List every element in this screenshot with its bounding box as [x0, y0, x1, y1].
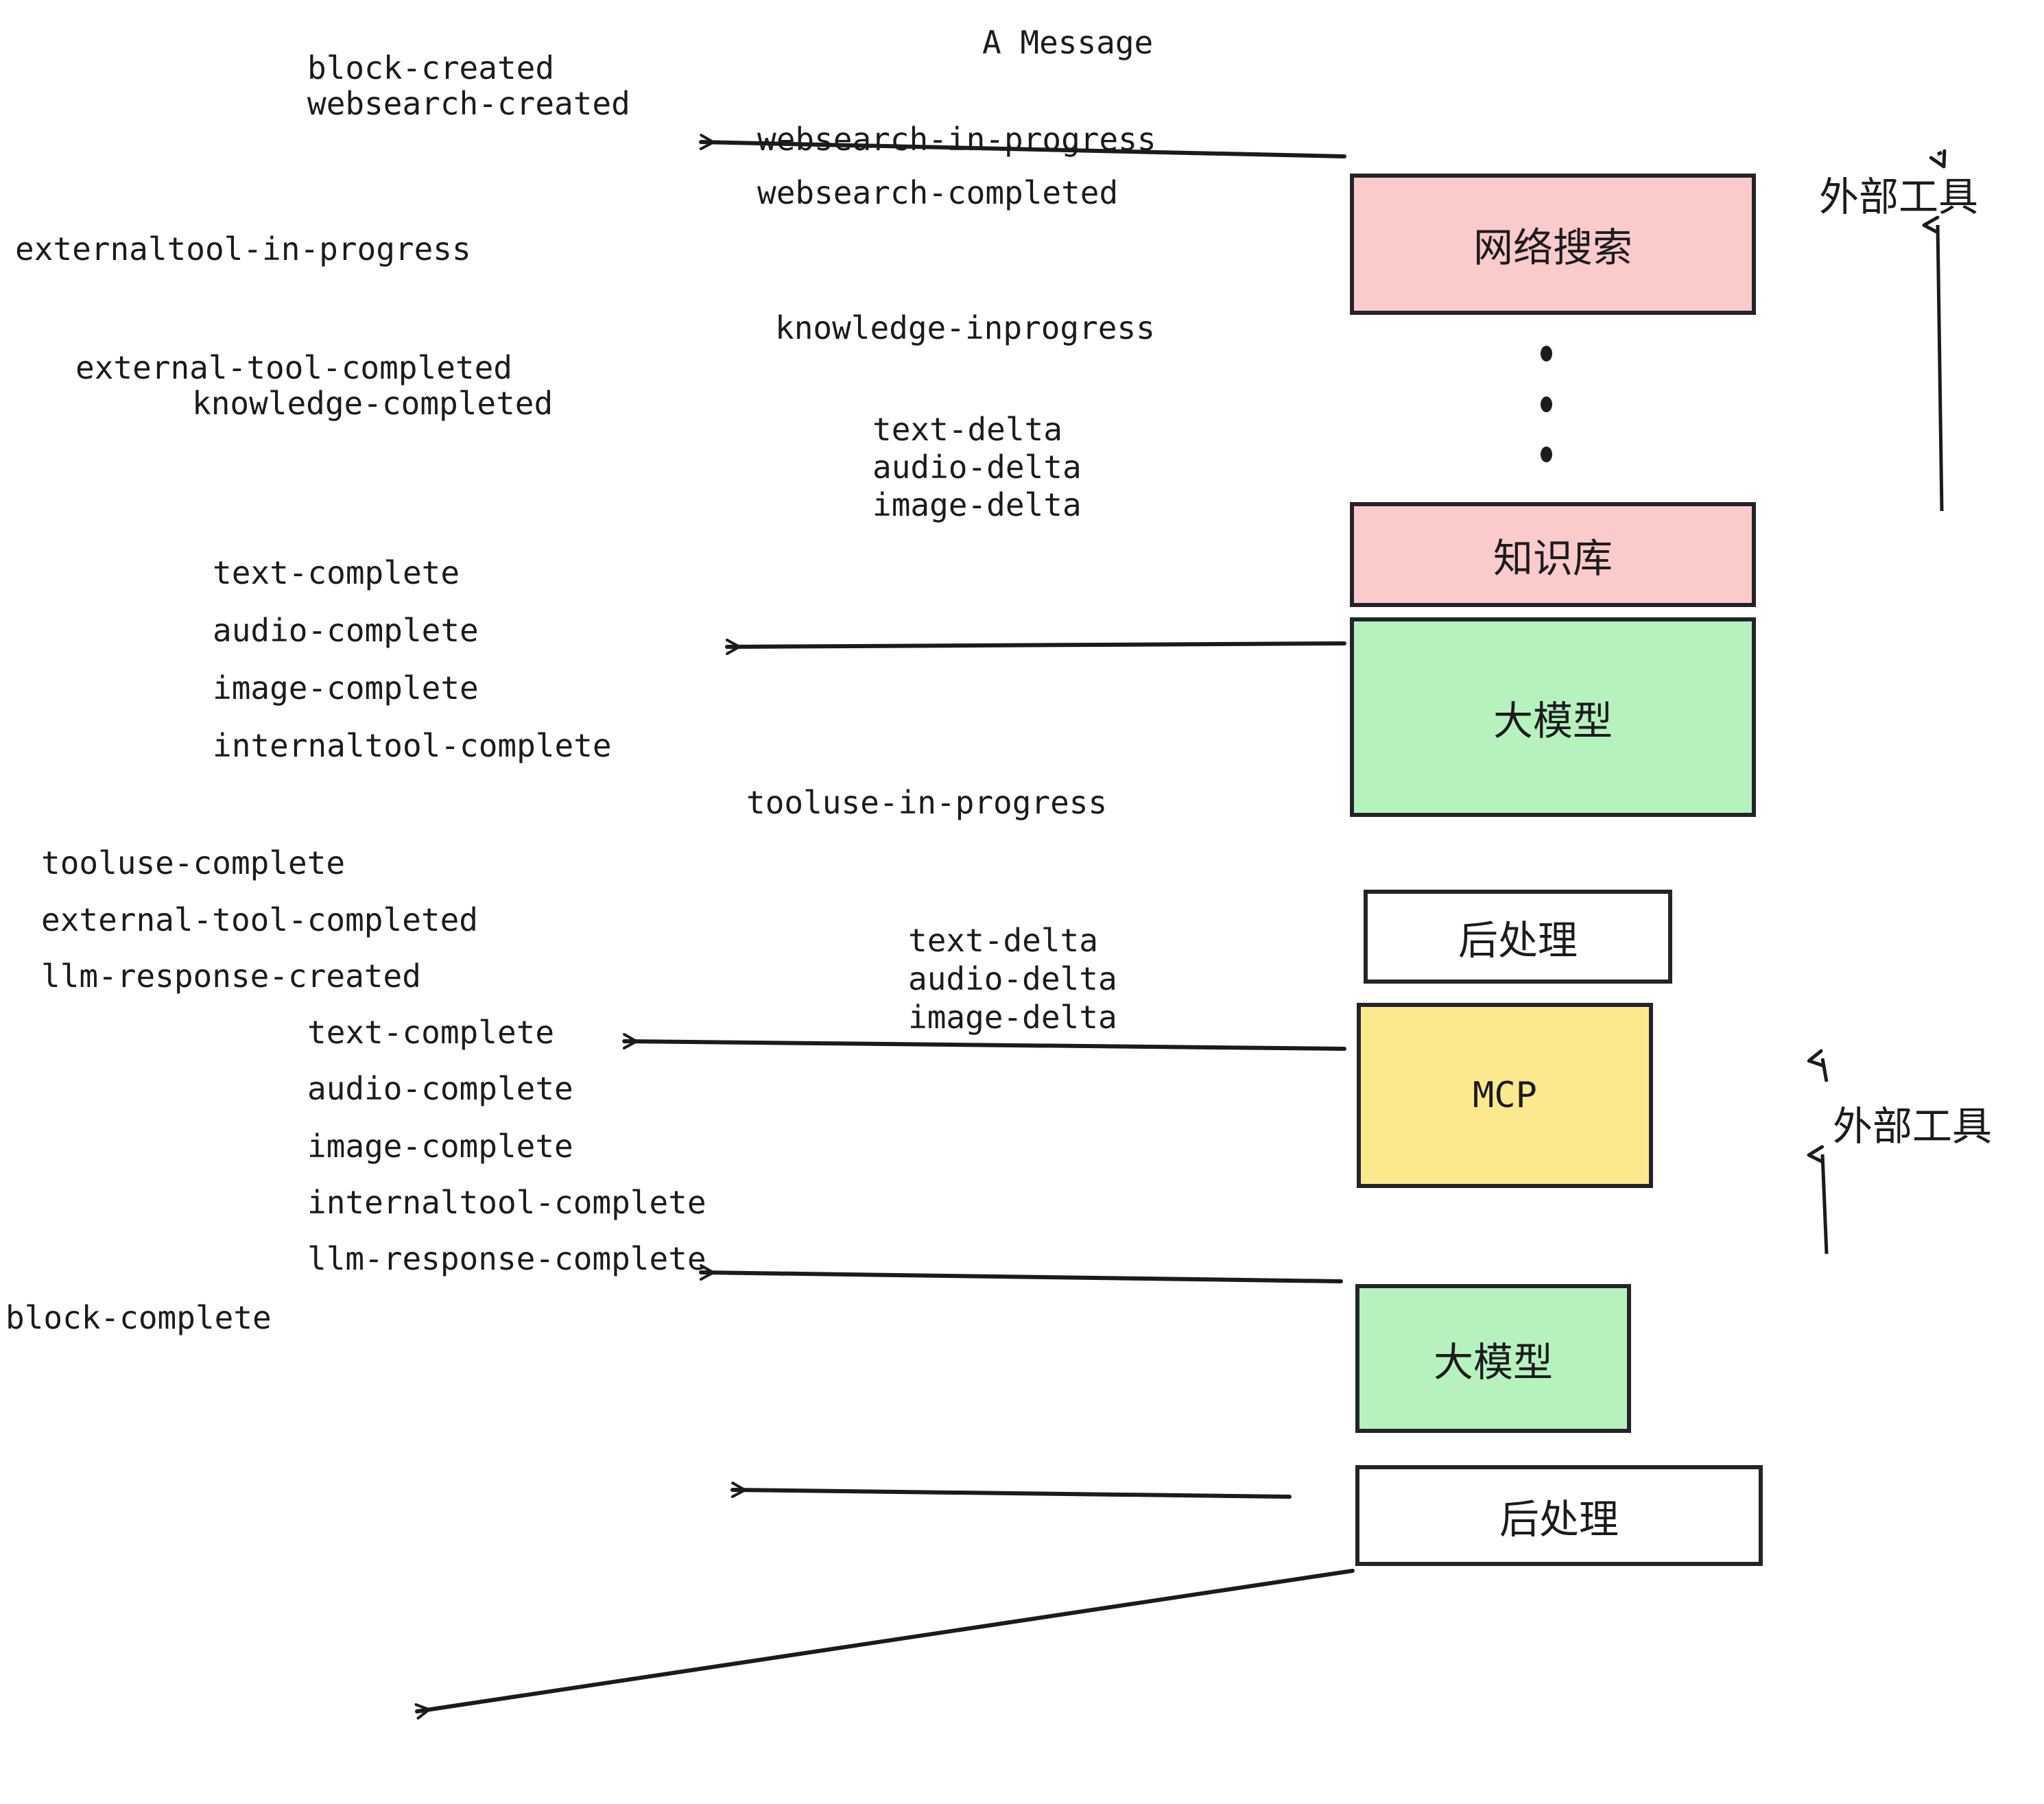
- event-label: external-tool-completed: [41, 901, 478, 938]
- event-label: text-delta: [872, 411, 1062, 448]
- side-arrow-up: [1929, 149, 1947, 169]
- node-label: 大模型: [1493, 697, 1613, 744]
- arrow-tooluse-complete: [699, 1264, 1343, 1283]
- side-annotation-label: 外部工具: [1819, 174, 1979, 220]
- event-label: knowledge-inprogress: [775, 309, 1155, 346]
- ellipsis-dot: [1541, 447, 1552, 462]
- event-label: tooluse-complete: [41, 844, 346, 881]
- node-label: 网络搜索: [1473, 224, 1632, 271]
- event-label: internaltool-complete: [307, 1184, 706, 1221]
- node-postprocess-2: 后处理: [1355, 1465, 1763, 1566]
- node-postprocess-1: 后处理: [1364, 890, 1672, 984]
- ellipsis-dot: [1541, 346, 1552, 361]
- side-arrow-up: [1807, 1049, 1829, 1082]
- node-label: MCP: [1473, 1075, 1537, 1116]
- event-label: external-tool-completed: [75, 349, 512, 386]
- event-label: image-delta: [872, 486, 1082, 523]
- event-label: llm-response-complete: [307, 1240, 706, 1277]
- node-websearch: 网络搜索: [1350, 174, 1756, 315]
- node-label: 后处理: [1458, 916, 1578, 964]
- event-label: tooluse-in-progress: [746, 784, 1108, 821]
- event-label: image-delta: [908, 999, 1117, 1036]
- node-knowledge: 知识库: [1350, 502, 1756, 607]
- arrow-audio-complete: [730, 1482, 1292, 1499]
- event-label: externaltool-in-progress: [15, 230, 471, 268]
- side-arrow-down: [1807, 1145, 1829, 1255]
- node-label: 知识库: [1493, 534, 1613, 582]
- node-label: 后处理: [1499, 1495, 1619, 1543]
- side-arrow-down: [1922, 215, 1944, 512]
- event-label: websearch-in-progress: [757, 121, 1156, 158]
- node-llm-2: 大模型: [1355, 1284, 1631, 1433]
- event-label: websearch-created: [307, 85, 630, 122]
- event-label: audio-complete: [213, 612, 479, 649]
- node-llm-1: 大模型: [1350, 617, 1756, 817]
- event-label: block-created: [307, 49, 555, 86]
- node-label: 大模型: [1433, 1338, 1553, 1386]
- event-label: text-delta: [908, 922, 1098, 959]
- arrow-knowledge-completed: [725, 639, 1346, 655]
- event-label: knowledge-completed: [192, 385, 554, 422]
- event-label: llm-response-created: [41, 958, 421, 995]
- ellipsis-dot: [1541, 396, 1552, 412]
- ellipsis-dots: [1541, 346, 1552, 462]
- event-label: image-complete: [307, 1128, 573, 1165]
- event-label: image-complete: [213, 669, 479, 707]
- event-label: audio-delta: [872, 449, 1082, 486]
- event-label: text-complete: [213, 554, 460, 591]
- event-label: websearch-completed: [757, 174, 1119, 211]
- arrow-image-complete: [622, 1033, 1346, 1051]
- event-label: internaltool-complete: [213, 727, 612, 764]
- event-label: audio-complete: [307, 1070, 573, 1107]
- event-label: text-complete: [307, 1014, 555, 1051]
- event-label: audio-delta: [908, 960, 1117, 997]
- node-mcp: MCP: [1357, 1003, 1653, 1188]
- arrow-block-complete: [414, 1569, 1355, 1720]
- event-label: block-complete: [5, 1299, 272, 1336]
- page-title: A Message: [982, 24, 1154, 61]
- side-annotation-label: 外部工具: [1833, 1103, 1993, 1150]
